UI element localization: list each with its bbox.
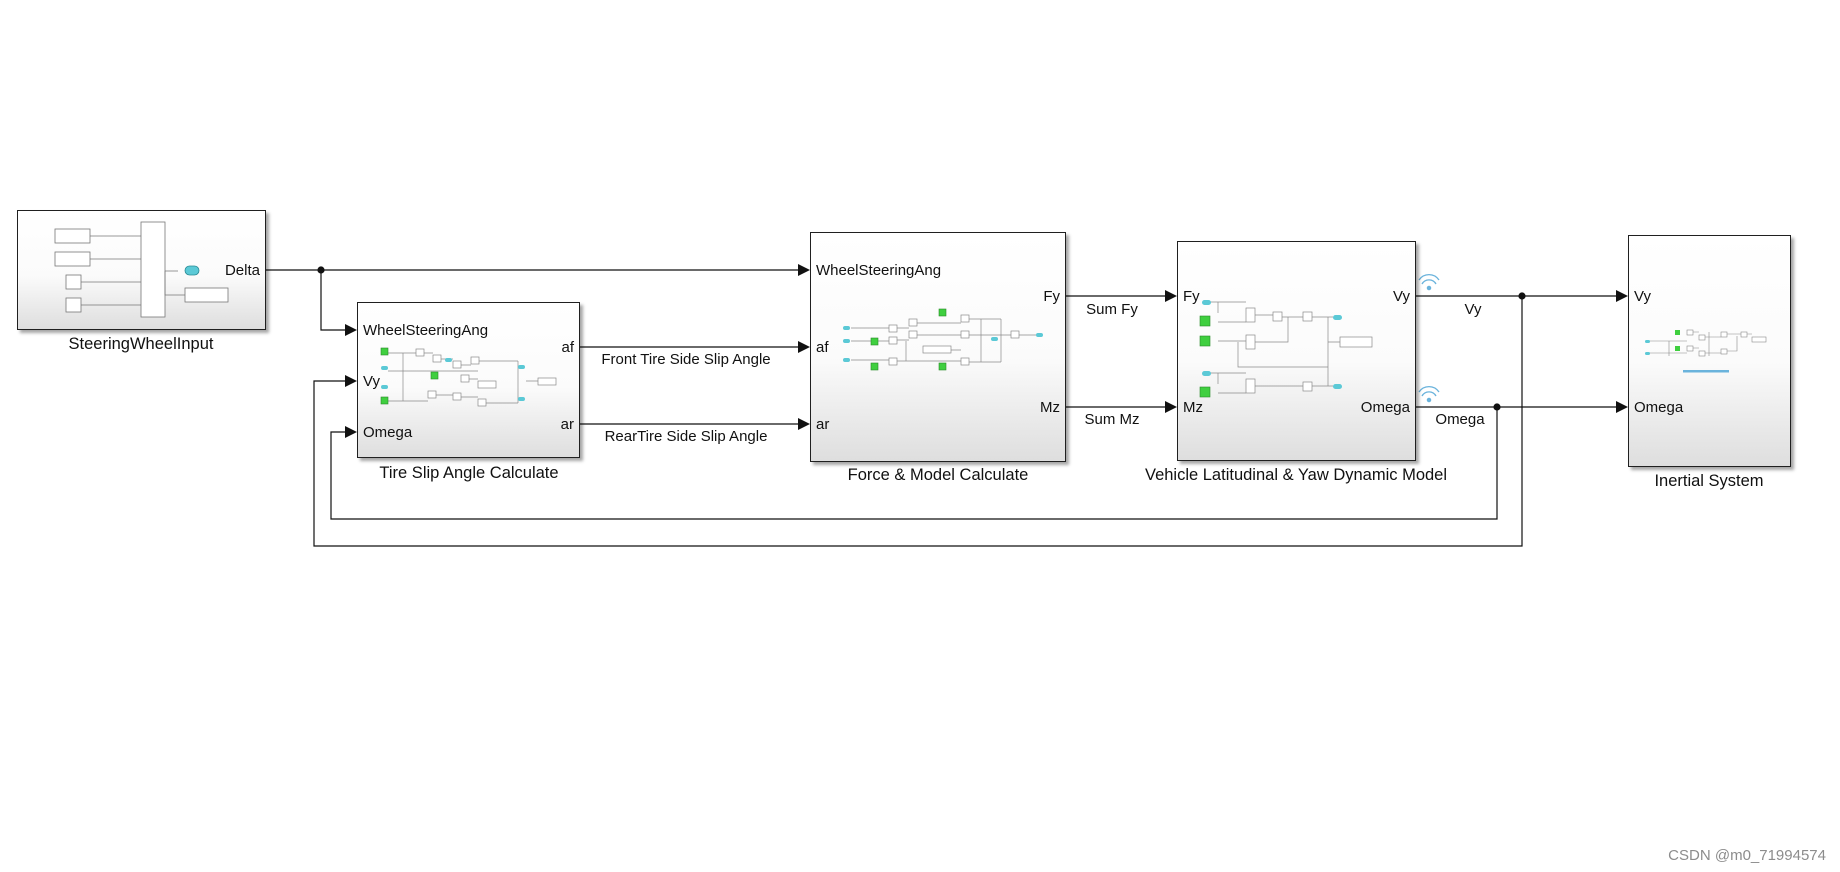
port-label-fy: Fy xyxy=(1043,288,1060,305)
tire-slip-angle-block[interactable]: WheelSteeringAng Vy Omega af ar xyxy=(357,302,580,458)
port-label-fy: Fy xyxy=(1183,288,1200,305)
arrowhead xyxy=(1165,290,1177,302)
subsystem-preview-icon xyxy=(54,221,229,318)
arrowhead xyxy=(345,324,357,336)
watermark: CSDN @m0_71994574 xyxy=(1668,847,1826,864)
wire-vy-feedback xyxy=(313,296,1523,547)
block-title-tire: Tire Slip Angle Calculate xyxy=(379,464,559,482)
signal-label-ar: RearTire Side Slip Angle xyxy=(604,428,768,445)
block-title-force: Force & Model Calculate xyxy=(847,466,1029,484)
wire-omega-feedback xyxy=(330,407,1498,520)
signal-label-fy: Sum Fy xyxy=(1086,301,1138,318)
subsystem-preview-icon xyxy=(1645,329,1767,373)
arrowhead xyxy=(1616,401,1628,413)
port-label-vy: Vy xyxy=(1634,288,1651,305)
signal-label-omega: Omega xyxy=(1435,411,1485,428)
arrowhead xyxy=(1616,290,1628,302)
port-label-delta: Delta xyxy=(224,262,260,279)
block-title-steering: SteeringWheelInput xyxy=(68,335,214,353)
port-label-vy: Vy xyxy=(363,373,380,390)
signal-logging-icon xyxy=(1418,274,1440,291)
port-label-wheelsteeringang: WheelSteeringAng xyxy=(816,262,942,279)
port-label-omega: Omega xyxy=(1634,399,1684,416)
subsystem-preview-icon xyxy=(380,347,557,407)
block-title-vehicle: Vehicle Latitudinal & Yaw Dynamic Model xyxy=(1144,466,1448,484)
vehicle-dynamic-model-block[interactable]: Fy Mz Vy Omega xyxy=(1177,241,1416,461)
port-label-ar: ar xyxy=(560,416,574,433)
port-label-vy: Vy xyxy=(1393,288,1410,305)
arrowhead xyxy=(798,418,810,430)
arrowhead xyxy=(798,264,810,276)
force-model-block[interactable]: WheelSteeringAng af ar Fy Mz xyxy=(810,232,1066,462)
arrowhead xyxy=(798,341,810,353)
inertial-system-block[interactable]: Vy Omega xyxy=(1628,235,1791,467)
branch-point-omega xyxy=(1493,403,1501,411)
signal-label-vy: Vy xyxy=(1464,301,1482,318)
signal-label-mz: Sum Mz xyxy=(1084,411,1140,428)
arrowhead xyxy=(345,375,357,387)
port-label-af: af xyxy=(816,339,829,356)
signal-label-af: Front Tire Side Slip Angle xyxy=(601,351,771,368)
wire-delta-tire xyxy=(320,270,349,331)
arrowhead xyxy=(345,426,357,438)
branch-point-vy xyxy=(1518,292,1526,300)
port-label-omega: Omega xyxy=(1360,399,1410,416)
steering-wheel-input-block[interactable]: Delta xyxy=(17,210,266,330)
block-title-inertial: Inertial System xyxy=(1654,472,1764,490)
port-label-ar: ar xyxy=(816,416,830,433)
port-label-omega: Omega xyxy=(363,424,413,441)
signal-logging-icon xyxy=(1418,386,1440,403)
subsystem-preview-icon xyxy=(1199,300,1373,398)
port-label-mz: Mz xyxy=(1183,399,1203,416)
arrowhead xyxy=(1165,401,1177,413)
branch-point-delta xyxy=(317,266,325,274)
subsystem-preview-icon xyxy=(843,308,1043,371)
port-label-af: af xyxy=(561,339,574,356)
port-label-mz: Mz xyxy=(1040,399,1060,416)
port-label-wheelsteeringang: WheelSteeringAng xyxy=(363,322,489,339)
